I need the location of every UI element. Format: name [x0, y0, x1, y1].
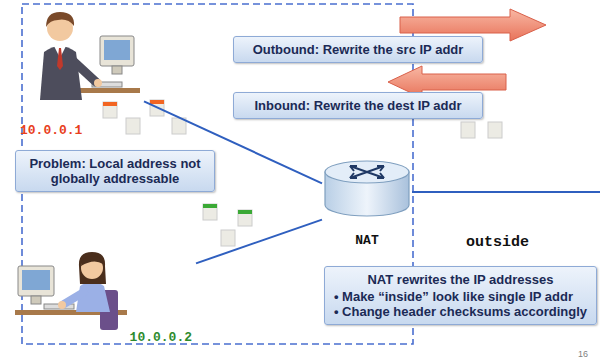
callout-text: Inbound: Rewrite the dest IP addr — [243, 98, 473, 113]
region-label: outside — [466, 234, 529, 251]
callout-box: Problem: Local address not globally addr… — [15, 150, 215, 192]
callout-text: • Make “inside” look like single IP addr — [334, 289, 587, 304]
callout-text: • Change header checksums accordingly — [334, 304, 587, 319]
man-figure — [40, 12, 140, 100]
ip-address: 10.0.0.2 — [126, 328, 196, 347]
host-computer: 10.0.0.2 — [14, 243, 196, 347]
page-number: 16 — [578, 349, 588, 359]
callout-box: NAT rewrites the IP addresses • Make “ins… — [324, 266, 597, 325]
ip-address: 10.0.0.1 — [16, 121, 86, 140]
router-symbol — [325, 161, 409, 216]
woman-figure — [15, 252, 127, 330]
host-computer: 10.0.0.1 — [16, 4, 144, 140]
device-label: NAT — [351, 231, 382, 250]
network-link — [196, 220, 322, 264]
callout-box: Outbound: Rewrite the src IP addr — [233, 36, 483, 63]
callout-text: Problem: Local address not globally addr… — [25, 156, 205, 186]
nat-router: NAT — [322, 158, 412, 250]
outside-link — [412, 191, 600, 193]
callout-text: NAT rewrites the IP addresses — [334, 272, 587, 287]
callout-text: Outbound: Rewrite the src IP addr — [243, 42, 473, 57]
callout-box: Inbound: Rewrite the dest IP addr — [233, 92, 483, 119]
